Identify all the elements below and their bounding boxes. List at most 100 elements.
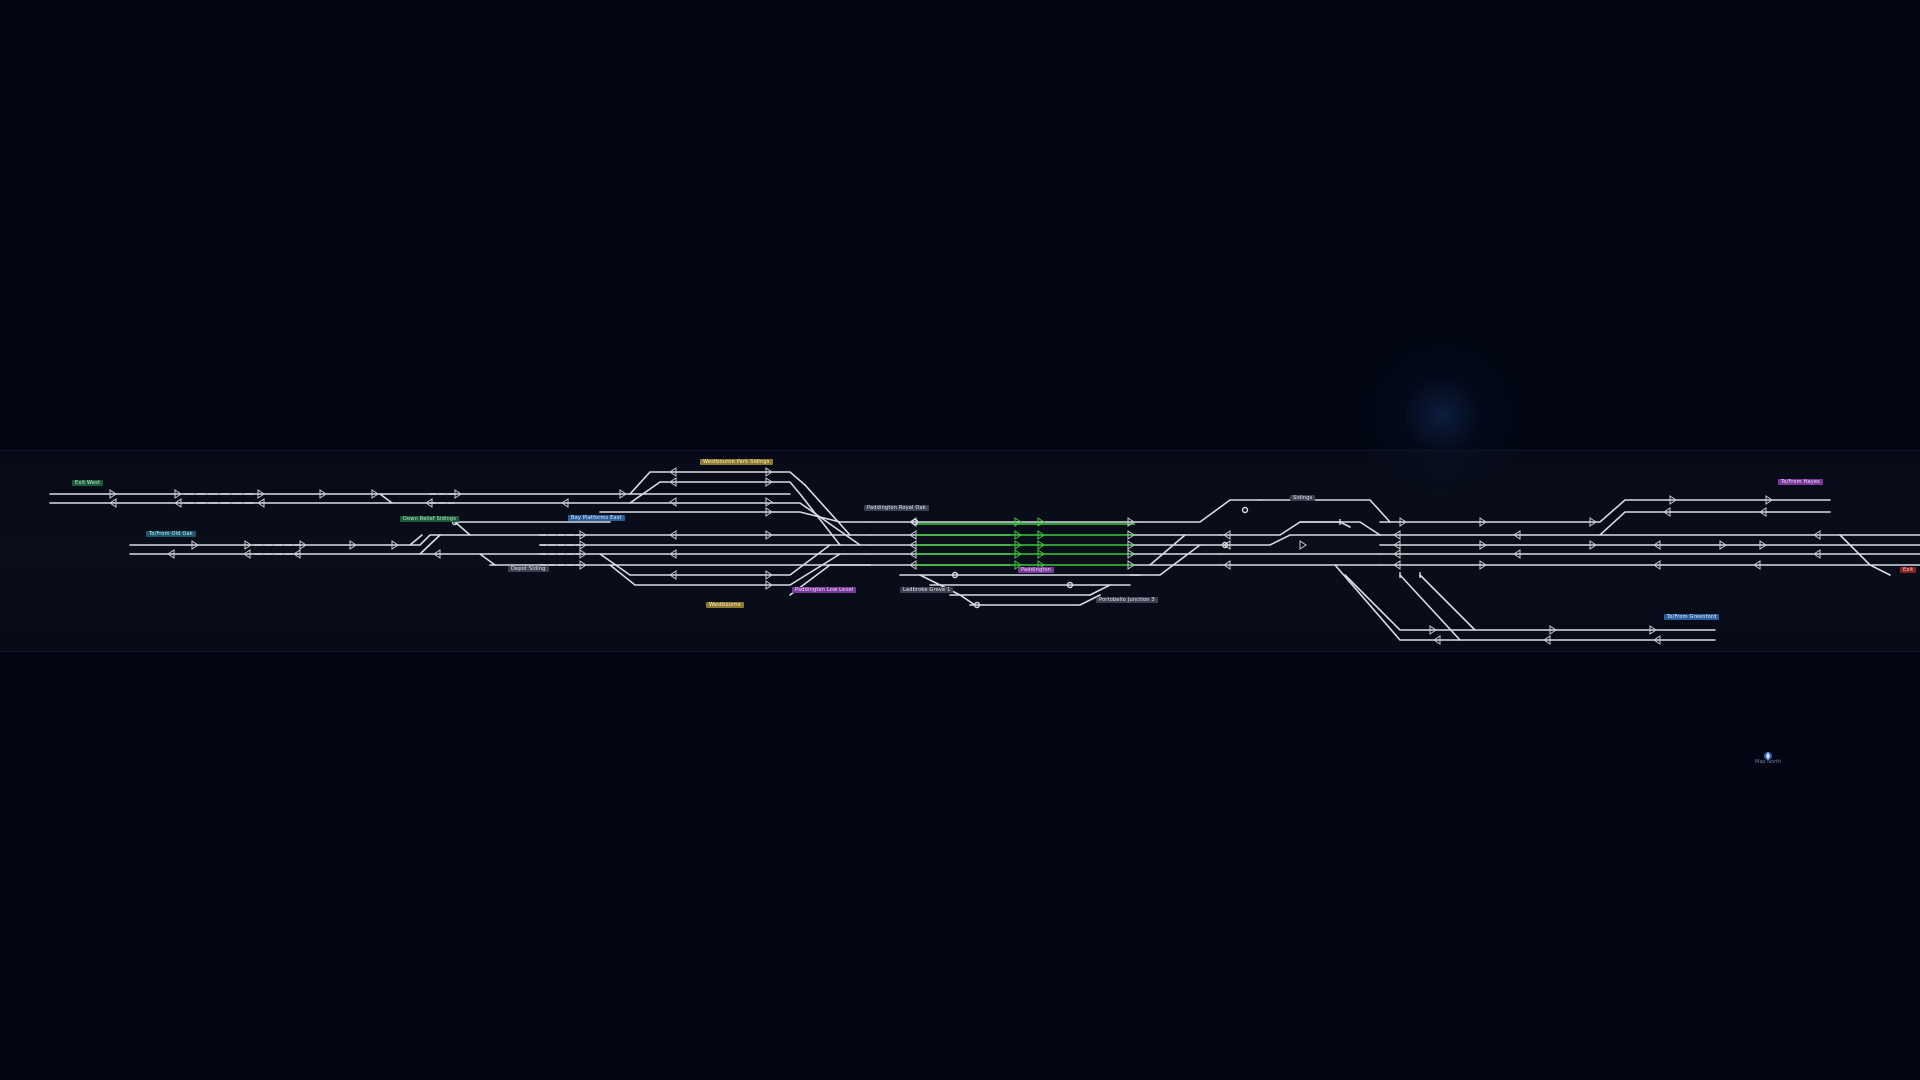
label-entry-west[interactable]: To/From Old Oak [146, 531, 196, 537]
point-icon [911, 518, 919, 526]
track-segment [1344, 574, 1716, 631]
signal-icon [669, 570, 677, 580]
signal-icon [1663, 507, 1671, 517]
signal-icon [561, 498, 569, 508]
set-route-layer [915, 523, 1135, 566]
track-segment [379, 493, 393, 504]
signal-icon [1014, 540, 1022, 550]
track-segment [1259, 499, 1391, 523]
label-exit-east-red[interactable]: Exit [1900, 567, 1917, 573]
signal-icon [1014, 530, 1022, 540]
signal-icon [257, 489, 265, 499]
label-upper-sidings[interactable]: Westbourne Park Sidings [700, 459, 773, 465]
signal-icon [909, 560, 917, 570]
signal-icon [243, 549, 251, 559]
signal-icon [1393, 560, 1401, 570]
signal-icon [109, 498, 117, 508]
signal-icon [1765, 495, 1773, 505]
track-segment [609, 553, 841, 586]
active-signal-layer[interactable] [1014, 517, 1045, 570]
signal-icon [1813, 549, 1821, 559]
signal-icon [1759, 507, 1767, 517]
track-segment [1219, 521, 1381, 536]
point-icon [1066, 581, 1074, 589]
track-segment [1159, 544, 1201, 576]
signal-icon [1589, 540, 1597, 550]
track-segment [1334, 564, 1716, 641]
compass-icon[interactable] [1762, 750, 1774, 762]
label-junction-east[interactable]: Portobello Junction 3 [1096, 597, 1158, 603]
signal-icon [669, 549, 677, 559]
signal-layer[interactable] [109, 467, 1821, 645]
track-segment [454, 521, 471, 536]
signal-icon [349, 540, 357, 550]
signal-icon [669, 497, 677, 507]
signal-icon [579, 549, 587, 559]
signal-icon [1653, 560, 1661, 570]
signal-icon [669, 530, 677, 540]
track-segment [629, 481, 841, 546]
track-layer [49, 471, 1920, 641]
signal-icon [1037, 549, 1045, 559]
signal-icon [319, 489, 327, 499]
signal-icon [1393, 530, 1401, 540]
signal-icon [174, 498, 182, 508]
signal-icon [1433, 635, 1441, 645]
track-segment [919, 574, 976, 606]
signal-icon [1299, 540, 1307, 550]
signal-icon [1479, 517, 1487, 527]
label-station-north[interactable]: Paddington Royal Oak [864, 505, 929, 511]
signal-icon [1513, 549, 1521, 559]
signal-icon [579, 540, 587, 550]
track-segment [1379, 499, 1831, 523]
signal-icon [425, 498, 433, 508]
signal-icon [257, 498, 265, 508]
track-segment [599, 511, 871, 523]
signal-icon [1399, 517, 1407, 527]
signal-icon [765, 477, 773, 487]
signal-icon [1127, 560, 1135, 570]
signal-icon [1393, 549, 1401, 559]
signal-icon [1543, 635, 1551, 645]
signal-icon [669, 467, 677, 477]
track-segment [1839, 534, 1891, 576]
point-icon [951, 571, 959, 579]
signal-icon [1653, 540, 1661, 550]
signal-icon [765, 507, 773, 517]
signal-icon [1479, 560, 1487, 570]
track-segment [629, 502, 861, 546]
point-icon [1241, 506, 1249, 514]
signal-icon [109, 489, 117, 499]
track-segment [629, 471, 851, 536]
signal-icon [1549, 625, 1557, 635]
label-branch-east[interactable]: To/From Greenford [1664, 614, 1720, 620]
label-lower-sidings[interactable]: Westbourne [706, 602, 744, 608]
signal-icon [1813, 530, 1821, 540]
label-exit-east[interactable]: To/From Hayes [1778, 479, 1823, 485]
signal-icon [765, 580, 773, 590]
label-north-east[interactable]: Sidings [1290, 495, 1316, 501]
signal-icon [1753, 560, 1761, 570]
signal-icon [299, 540, 307, 550]
label-junction-south[interactable]: Ladbroke Grove 1 [900, 587, 954, 593]
track-segment [419, 534, 441, 555]
track-segment [1419, 574, 1476, 631]
track-segment [1299, 521, 1351, 528]
track-segment [1219, 534, 1381, 546]
signal-icon [293, 549, 301, 559]
signal-icon [1037, 540, 1045, 550]
signal-icon [1719, 540, 1727, 550]
track-segment [1139, 499, 1261, 523]
label-depot-west[interactable]: Depot Siding [508, 566, 549, 572]
signal-icon [1014, 549, 1022, 559]
track-segment [1149, 534, 1186, 566]
label-exit-west[interactable]: Exit West [72, 480, 104, 486]
signal-icon [1393, 540, 1401, 550]
label-platform-group[interactable]: Paddington Low Level [792, 587, 857, 593]
signal-icon [1223, 560, 1231, 570]
label-down-relief-sidings[interactable]: Down Relief Sidings [400, 516, 460, 522]
label-bay-platforms[interactable]: Bay Platforms East [568, 515, 625, 521]
label-station-center[interactable]: Paddington [1018, 567, 1055, 573]
signal-icon [909, 549, 917, 559]
